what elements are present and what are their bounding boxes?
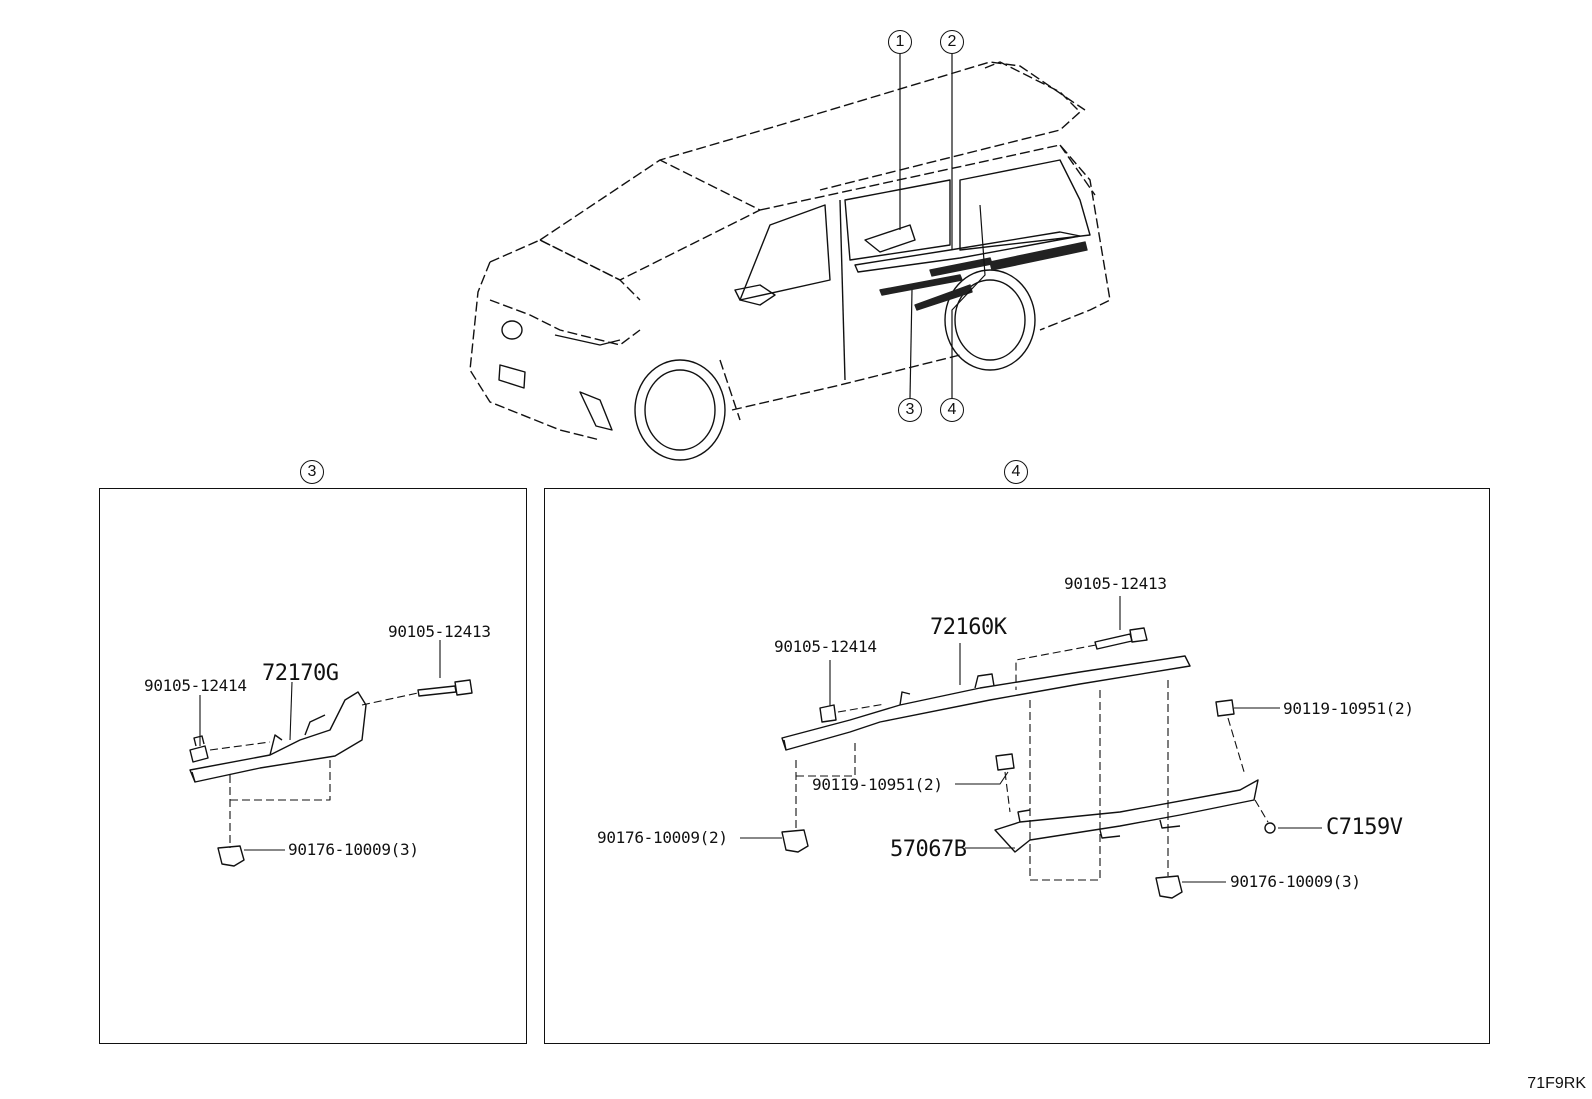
label-90105-12414-right: 90105-12414 bbox=[774, 637, 877, 656]
label-90119-10951-mid: 90119-10951(2) bbox=[812, 775, 943, 794]
label-57067b: 57067B bbox=[890, 837, 967, 862]
label-72160k: 72160K bbox=[930, 615, 1007, 640]
label-90176-10009-right-left: 90176-10009(2) bbox=[597, 828, 728, 847]
part-72170g bbox=[189, 691, 367, 783]
right-dashed-guides bbox=[795, 644, 1269, 881]
label-72170g: 72170G bbox=[262, 661, 339, 686]
part-57067b bbox=[994, 779, 1259, 853]
part-72160k bbox=[781, 655, 1191, 751]
bolt-90105-12414-left bbox=[189, 735, 209, 763]
clip-90176-10009-left bbox=[217, 845, 245, 867]
right-leaders bbox=[740, 596, 1322, 883]
rocker-trim-strips bbox=[879, 241, 1088, 311]
label-90119-10951-right: 90119-10951(2) bbox=[1283, 699, 1414, 718]
screw-90119-10951-mid bbox=[995, 753, 1015, 771]
callout-2: 2 bbox=[940, 30, 964, 54]
label-c7159v: C7159V bbox=[1326, 815, 1403, 840]
callout-leaders bbox=[899, 54, 986, 399]
callout-3: 3 bbox=[898, 398, 922, 422]
vehicle-solid-details bbox=[498, 159, 1091, 461]
clip-90176-10009-right-right bbox=[1155, 875, 1183, 899]
cap-c7159v bbox=[1264, 822, 1276, 834]
bolt-90105-12414-right bbox=[819, 704, 837, 723]
bolt-90105-12413-left bbox=[417, 679, 473, 697]
label-90105-12413-left: 90105-12413 bbox=[388, 622, 491, 641]
callout-4: 4 bbox=[940, 398, 964, 422]
panel-right-callout: 4 bbox=[1004, 460, 1028, 484]
callout-1: 1 bbox=[888, 30, 912, 54]
detail-panel-left bbox=[99, 488, 527, 1044]
diagram-code: 71F9RK bbox=[1527, 1075, 1586, 1092]
vehicle-outline bbox=[469, 61, 1111, 441]
panel-left-callout: 3 bbox=[300, 460, 324, 484]
screw-90119-10951-right bbox=[1215, 699, 1235, 717]
left-dashed-guides bbox=[209, 692, 419, 848]
clip-90176-10009-right-left bbox=[781, 829, 809, 853]
left-leaders bbox=[199, 640, 441, 851]
label-90105-12414-left: 90105-12414 bbox=[144, 676, 247, 695]
label-90176-10009-right-right: 90176-10009(3) bbox=[1230, 872, 1361, 891]
label-90176-10009-left: 90176-10009(3) bbox=[288, 840, 419, 859]
label-90105-12413-right: 90105-12413 bbox=[1064, 574, 1167, 593]
detail-panel-right bbox=[544, 488, 1490, 1044]
bolt-90105-12413-right bbox=[1094, 627, 1148, 650]
